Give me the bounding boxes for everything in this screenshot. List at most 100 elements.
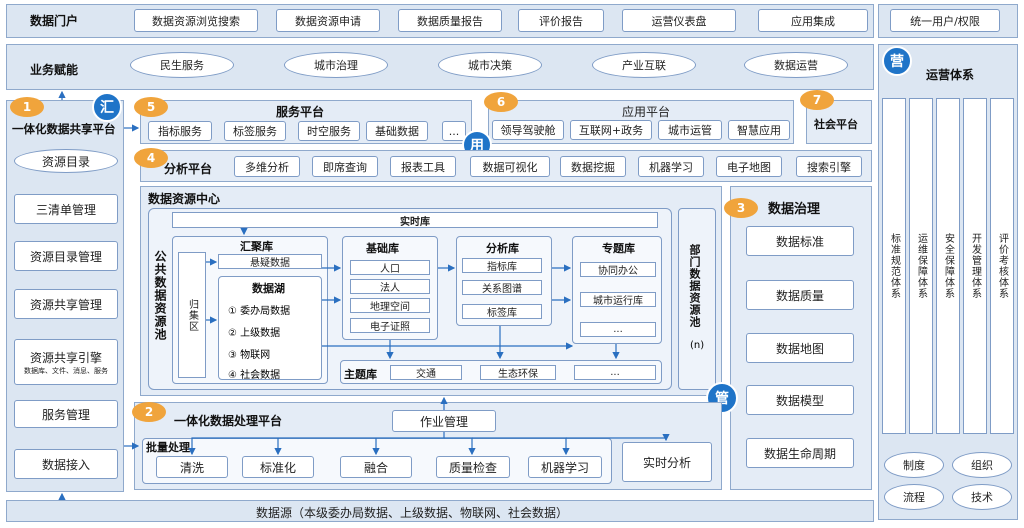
operation-col-maintenance: 运维保障体系 bbox=[909, 98, 933, 434]
theme-item-more[interactable]: ... bbox=[574, 365, 656, 380]
batch-normalize[interactable]: 标准化 bbox=[242, 456, 314, 478]
portal-title: 数据门户 bbox=[30, 14, 79, 28]
sharing-title: 一体化数据共享平台 bbox=[12, 122, 116, 136]
datasource-band bbox=[6, 500, 874, 522]
lake-title: 数据湖 bbox=[252, 282, 285, 295]
lake-item-3: ③ 物联网 bbox=[228, 350, 271, 361]
portal-item-apply[interactable]: 数据资源申请 bbox=[276, 9, 380, 32]
analysis-store-tag[interactable]: 标签库 bbox=[462, 304, 542, 319]
business-item-governance[interactable]: 城市治理 bbox=[284, 52, 388, 78]
operation-col-development: 开发管理体系 bbox=[963, 98, 987, 434]
portal-item-eval[interactable]: 评价报告 bbox=[518, 9, 604, 32]
resource-center-title: 数据资源中心 bbox=[148, 192, 221, 206]
app-item-cityops[interactable]: 城市运管 bbox=[658, 120, 722, 140]
analysis-item-report[interactable]: 报表工具 bbox=[390, 156, 456, 177]
analysis-item-mining[interactable]: 数据挖掘 bbox=[560, 156, 626, 177]
engine-sub: 数据库、文件、消息、服务 bbox=[24, 366, 108, 375]
sharing-item-3list[interactable]: 三清单管理 bbox=[14, 194, 118, 224]
analysis-item-olap[interactable]: 多维分析 bbox=[234, 156, 300, 177]
governance-title: 数据治理 bbox=[768, 202, 821, 217]
portal-item-quality[interactable]: 数据质量报告 bbox=[398, 9, 502, 32]
operation-oval-tech: 技术 bbox=[952, 484, 1012, 510]
analysis-item-ml[interactable]: 机器学习 bbox=[638, 156, 704, 177]
topic-title: 专题库 bbox=[602, 242, 635, 255]
batch-merge[interactable]: 融合 bbox=[340, 456, 412, 478]
processing-title: 一体化数据处理平台 bbox=[174, 414, 283, 428]
badge-ying: 营 bbox=[882, 46, 912, 76]
service-title: 服务平台 bbox=[276, 105, 325, 119]
analysis-item-adhoc[interactable]: 即席查询 bbox=[312, 156, 378, 177]
batch-ml[interactable]: 机器学习 bbox=[528, 456, 602, 478]
analysis-store-graph[interactable]: 关系图谱 bbox=[462, 280, 542, 295]
processing-realtime[interactable]: 实时分析 bbox=[622, 442, 712, 482]
governance-model[interactable]: 数据模型 bbox=[746, 385, 854, 415]
processing-job[interactable]: 作业管理 bbox=[392, 410, 496, 432]
dept-pool-label: 部门数据资源池 bbox=[688, 244, 701, 328]
social-title: 社会平台 bbox=[814, 118, 858, 131]
business-item-operation[interactable]: 数据运营 bbox=[744, 52, 848, 78]
dept-pool-frame bbox=[678, 208, 716, 390]
base-item-legal[interactable]: 法人 bbox=[350, 279, 430, 294]
dept-pool-n: (n) bbox=[690, 340, 705, 351]
service-item-more[interactable]: ... bbox=[442, 121, 466, 141]
app-title: 应用平台 bbox=[622, 105, 671, 119]
service-item-spatial[interactable]: 时空服务 bbox=[298, 121, 360, 141]
business-item-livelihood[interactable]: 民生服务 bbox=[130, 52, 234, 78]
app-item-cockpit[interactable]: 领导驾驶舱 bbox=[492, 120, 564, 140]
operation-oval-org: 组织 bbox=[952, 452, 1012, 478]
sharing-item-catalog[interactable]: 资源目录 bbox=[14, 149, 118, 173]
governance-standard[interactable]: 数据标准 bbox=[746, 226, 854, 256]
lake-item-4: ④ 社会数据 bbox=[228, 370, 281, 381]
sharing-item-engine[interactable]: 资源共享引擎 数据库、文件、消息、服务 bbox=[14, 339, 118, 385]
app-item-smart[interactable]: 智慧应用 bbox=[728, 120, 790, 140]
badge-2: 2 bbox=[132, 402, 166, 422]
sharing-item-catalog-mgmt[interactable]: 资源目录管理 bbox=[14, 241, 118, 271]
lake-item-1: ① 委办局数据 bbox=[228, 306, 291, 317]
analysis-item-search[interactable]: 搜索引擎 bbox=[796, 156, 862, 177]
service-item-tag[interactable]: 标签服务 bbox=[224, 121, 286, 141]
batch-clean[interactable]: 清洗 bbox=[156, 456, 228, 478]
batch-qcheck[interactable]: 质量检查 bbox=[436, 456, 510, 478]
governance-lifecycle[interactable]: 数据生命周期 bbox=[746, 438, 854, 468]
sharing-item-service[interactable]: 服务管理 bbox=[14, 400, 118, 428]
governance-map[interactable]: 数据地图 bbox=[746, 333, 854, 363]
portal-item-integration[interactable]: 应用集成 bbox=[758, 9, 868, 32]
portal-item-dashboard[interactable]: 运营仪表盘 bbox=[622, 9, 736, 32]
business-item-decision[interactable]: 城市决策 bbox=[438, 52, 542, 78]
theme-item-eco[interactable]: 生态环保 bbox=[480, 365, 556, 380]
governance-quality[interactable]: 数据质量 bbox=[746, 280, 854, 310]
theme-item-traffic[interactable]: 交通 bbox=[390, 365, 462, 380]
gather-collect[interactable]: 归集区 bbox=[178, 252, 206, 378]
topic-item-more[interactable]: ... bbox=[580, 322, 656, 337]
app-item-egov[interactable]: 互联网+政务 bbox=[570, 120, 652, 140]
analysis-item-visual[interactable]: 数据可视化 bbox=[470, 156, 550, 177]
lake-item-2: ② 上级数据 bbox=[228, 328, 281, 339]
realtime-store[interactable]: 实时库 bbox=[172, 212, 658, 228]
sharing-item-ingest[interactable]: 数据接入 bbox=[14, 449, 118, 479]
badge-6: 6 bbox=[484, 92, 518, 112]
gather-suspect[interactable]: 悬疑数据 bbox=[218, 254, 322, 269]
base-item-population[interactable]: 人口 bbox=[350, 260, 430, 275]
service-item-base[interactable]: 基础数据 bbox=[366, 121, 428, 141]
badge-1: 1 bbox=[10, 97, 44, 117]
business-title: 业务赋能 bbox=[30, 63, 79, 77]
portal-item-users[interactable]: 统一用户/权限 bbox=[890, 9, 1000, 32]
datasource-label: 数据源（本级委办局数据、上级数据、物联网、社会数据） bbox=[256, 506, 569, 520]
theme-title: 主题库 bbox=[344, 368, 377, 381]
business-item-industry[interactable]: 产业互联 bbox=[592, 52, 696, 78]
topic-item-collab[interactable]: 协同办公 bbox=[580, 262, 656, 277]
operation-oval-process: 流程 bbox=[884, 484, 944, 510]
badge-3: 3 bbox=[724, 198, 758, 218]
lake-frame bbox=[218, 276, 322, 380]
base-title: 基础库 bbox=[366, 242, 399, 255]
gather-title: 汇聚库 bbox=[240, 240, 273, 253]
analysis-store-index[interactable]: 指标库 bbox=[462, 258, 542, 273]
base-item-license[interactable]: 电子证照 bbox=[350, 318, 430, 333]
analysis-item-map[interactable]: 电子地图 bbox=[716, 156, 782, 177]
base-item-geo[interactable]: 地理空间 bbox=[350, 298, 430, 313]
topic-item-cityops[interactable]: 城市运行库 bbox=[580, 292, 656, 307]
analysis-title: 分析平台 bbox=[164, 162, 213, 176]
service-item-index[interactable]: 指标服务 bbox=[148, 121, 212, 141]
sharing-item-share-mgmt[interactable]: 资源共享管理 bbox=[14, 289, 118, 319]
portal-item-search[interactable]: 数据资源浏览搜索 bbox=[134, 9, 258, 32]
